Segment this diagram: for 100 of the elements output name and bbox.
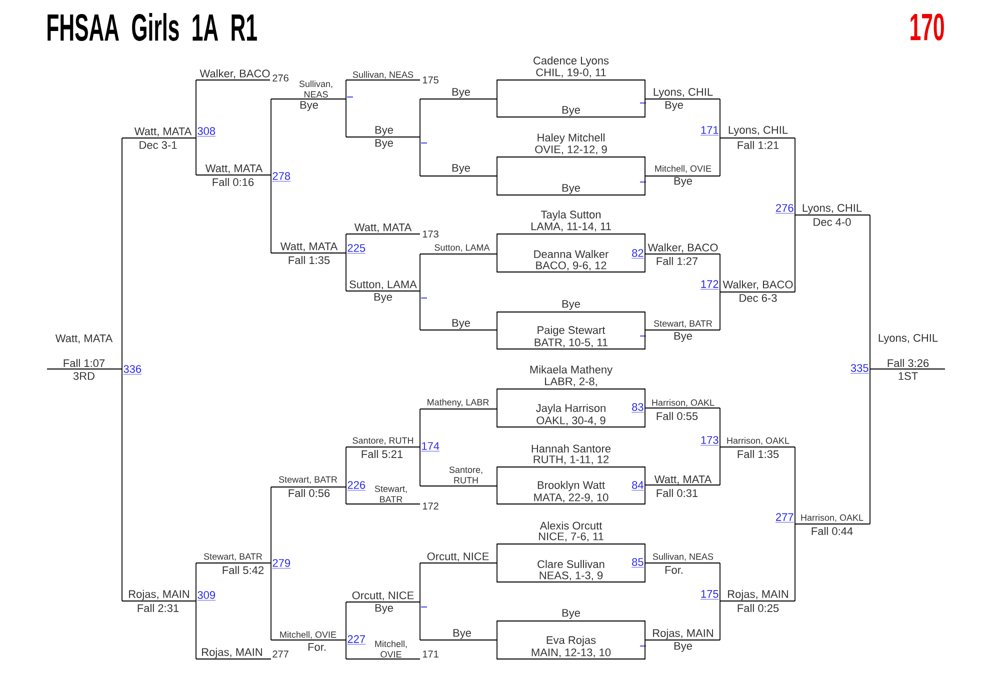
bracket-text: Sullivan, NEAS	[299, 80, 332, 98]
bout-link: 309	[197, 591, 216, 600]
bout-link: 85	[631, 558, 644, 568]
bracket-text: Dec 6-3	[740, 294, 777, 302]
bracket-text: Dec 4-0	[814, 218, 851, 226]
weight-label: 170	[910, 14, 944, 40]
bracket-text: Fall 1:27	[656, 256, 698, 266]
bracket-text: Stewart, BATR	[374, 486, 407, 502]
bracket-text: Fall 0:16	[212, 178, 254, 186]
bracket-text: Santore, RUTH	[449, 466, 482, 484]
bracket-text: Watt, MATA	[134, 128, 192, 136]
bout-link: 276	[775, 204, 794, 214]
bout-link: 277	[775, 513, 794, 522]
bout-link: 336	[123, 365, 142, 374]
bracket-text: Fall 0:55	[656, 412, 698, 420]
match-box: Cadence Lyons CHIL, 19-0, 11 Bye	[496, 56, 646, 118]
bracket-text: Rojas, MAIN	[202, 648, 262, 658]
bracket-text: Bye	[452, 319, 470, 329]
node-label: Cadence Lyons	[534, 56, 609, 67]
bout-link: 84	[631, 481, 644, 490]
bout-number: 173	[422, 230, 438, 238]
node-label: LAMA, 11-14, 11	[531, 222, 611, 232]
bracket-text: Stewart, BATR	[654, 320, 712, 328]
bout-link: 308	[197, 127, 216, 136]
node-label: Mikaela Matheny	[530, 365, 613, 376]
bracket-text: Sullivan, NEAS	[352, 71, 414, 79]
bracket-text: Sutton, LAMA	[350, 280, 417, 290]
bracket-text: Mitchell, OVIE	[375, 640, 407, 658]
bracket-text: Watt, MATA	[205, 164, 263, 174]
bracket-text: Bye	[453, 629, 471, 639]
bout-link: 83	[631, 403, 644, 412]
bracket-text: Rojas, MAIN	[728, 590, 788, 600]
bracket-text: Santore, RUTH	[352, 437, 414, 445]
bout-link: 82	[631, 249, 644, 258]
bracket-text: Watt, MATA	[55, 334, 113, 344]
bracket-text: Mitchell, OVIE	[280, 631, 336, 639]
bracket-text: Fall 3:26	[888, 358, 929, 368]
bracket-text: Stewart, BATR	[278, 476, 338, 484]
bracket-text: Bye	[452, 164, 470, 174]
bracket-text: Fall 0:56	[288, 488, 330, 498]
node-label: Tayla Sutton	[540, 210, 601, 221]
node-label: Haley Mitchell	[538, 133, 604, 144]
bout-link: 172	[700, 280, 719, 290]
bracket-text: Bye	[375, 139, 393, 149]
bracket-text: Fall 0:44	[812, 526, 853, 536]
node-label: OVIE, 12-12, 9	[535, 145, 607, 155]
bracket-text: Bye	[665, 101, 683, 111]
bout-link: 225	[347, 244, 366, 254]
bracket-text: Fall 1:35	[288, 256, 330, 264]
bracket-text: 1ST	[898, 372, 918, 380]
bracket-text: Lyons, CHIL	[728, 126, 788, 136]
bracket-text: Harrison, OAKL	[727, 437, 790, 445]
node-label: Bye	[562, 300, 580, 310]
bracket-text: Walker, BACO	[722, 280, 793, 290]
bracket-text: Fall 0:25	[738, 604, 779, 612]
bracket-text: Bye	[674, 177, 692, 187]
bout-link: 227	[347, 635, 366, 644]
bracket-text: Fall 0:31	[656, 488, 698, 498]
bout-number: 172	[422, 502, 438, 510]
bout-link: 173	[700, 436, 719, 446]
bracket-text: For.	[665, 566, 682, 574]
node-label: RUTH, 1-11, 12	[534, 455, 609, 465]
title: FHSAA Girls 1A R1	[48, 13, 257, 41]
bracket-text: Orcutt, NICE	[352, 591, 414, 601]
bracket-text: Fall 1:35	[738, 450, 779, 458]
bracket-text: Harrison, OAKL	[801, 514, 864, 522]
bracket-text: Mitchell, OVIE	[655, 165, 712, 173]
bout-link: 174	[421, 442, 440, 452]
bout-link: 226	[347, 481, 366, 490]
bracket-text: Lyons, CHIL	[878, 334, 938, 344]
bracket-text: Watt, MATA	[280, 242, 338, 252]
node-label: LABR, 2-8,	[545, 377, 597, 387]
bracket-text: Walker, BACO	[200, 69, 270, 79]
bracket-text: Stewart, BATR	[204, 553, 262, 561]
bout-number: 171	[422, 650, 438, 658]
bout-link: 171	[700, 126, 719, 136]
bout-link: 278	[272, 172, 291, 182]
node-label: NICE, 7-6, 11	[539, 532, 604, 542]
bracket-text: Bye	[674, 642, 692, 652]
bracket-text: Bye	[374, 293, 392, 303]
bracket-text: Watt, MATA	[354, 224, 412, 232]
bracket-text: Bye	[452, 88, 470, 98]
bracket-text: Bye	[375, 604, 393, 614]
bracket-text: Lyons, CHIL	[802, 204, 862, 214]
node-label: Hannah Santore	[532, 444, 611, 453]
bracket-text: For.	[308, 643, 326, 651]
bracket-text: Bye	[674, 332, 692, 342]
bout-number: 175	[422, 76, 438, 84]
node-label: CHIL, 19-0, 11	[536, 68, 606, 78]
bout-link: 175	[700, 590, 719, 600]
bracket-text: Fall 1:21	[738, 140, 779, 150]
bracket-text: Fall 2:31	[138, 604, 179, 612]
bout-link: 335	[850, 364, 869, 374]
bout-number: 276	[272, 74, 288, 82]
bracket-text: Bye	[300, 101, 318, 111]
bout-link: 279	[272, 559, 291, 568]
bracket-text: Fall 5:21	[362, 450, 403, 458]
bracket-text: 3RD	[73, 372, 94, 380]
node-label: Bye	[562, 609, 580, 619]
match-box: Haley Mitchell OVIE, 12-12, 9 Bye	[496, 133, 646, 196]
